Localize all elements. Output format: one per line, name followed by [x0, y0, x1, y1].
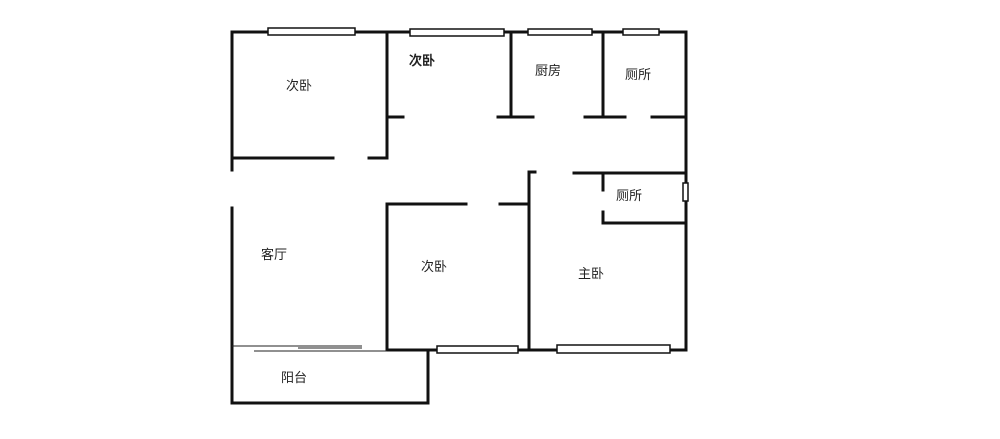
window	[409, 28, 505, 37]
kitchen-left-wall	[496, 30, 535, 119]
windows	[267, 27, 689, 354]
window	[622, 28, 660, 36]
room-label-kitchen: 厨房	[535, 63, 561, 79]
room-label-bedroom-northwest: 次卧	[286, 78, 312, 94]
master-left-wall	[527, 170, 537, 352]
room-label-living-room: 客厅	[261, 247, 287, 263]
window	[682, 182, 689, 202]
room-label-bedroom-south: 次卧	[421, 259, 447, 275]
bedroom-nw-right-wall	[385, 30, 405, 160]
window	[556, 344, 671, 354]
balcony-walls	[230, 348, 430, 405]
room-label-balcony: 阳台	[281, 371, 307, 386]
room-label-bathroom-ensuite: 厕所	[616, 189, 642, 204]
window	[527, 28, 593, 36]
room-label-bedroom-north: 次卧	[409, 53, 435, 69]
balcony-sliding-door	[232, 345, 387, 352]
room-labels: 次卧 次卧 厨房 厕所 厕所 客厅 次卧 主卧 阳台	[261, 53, 651, 386]
kitchen-right-wall	[583, 30, 688, 119]
bedroom-south-walls	[385, 202, 531, 352]
window	[436, 345, 519, 354]
ensuite-walls	[572, 171, 688, 225]
room-label-master-bedroom: 主卧	[578, 267, 604, 282]
room-label-bathroom-north: 厕所	[625, 68, 651, 83]
window	[267, 27, 356, 36]
